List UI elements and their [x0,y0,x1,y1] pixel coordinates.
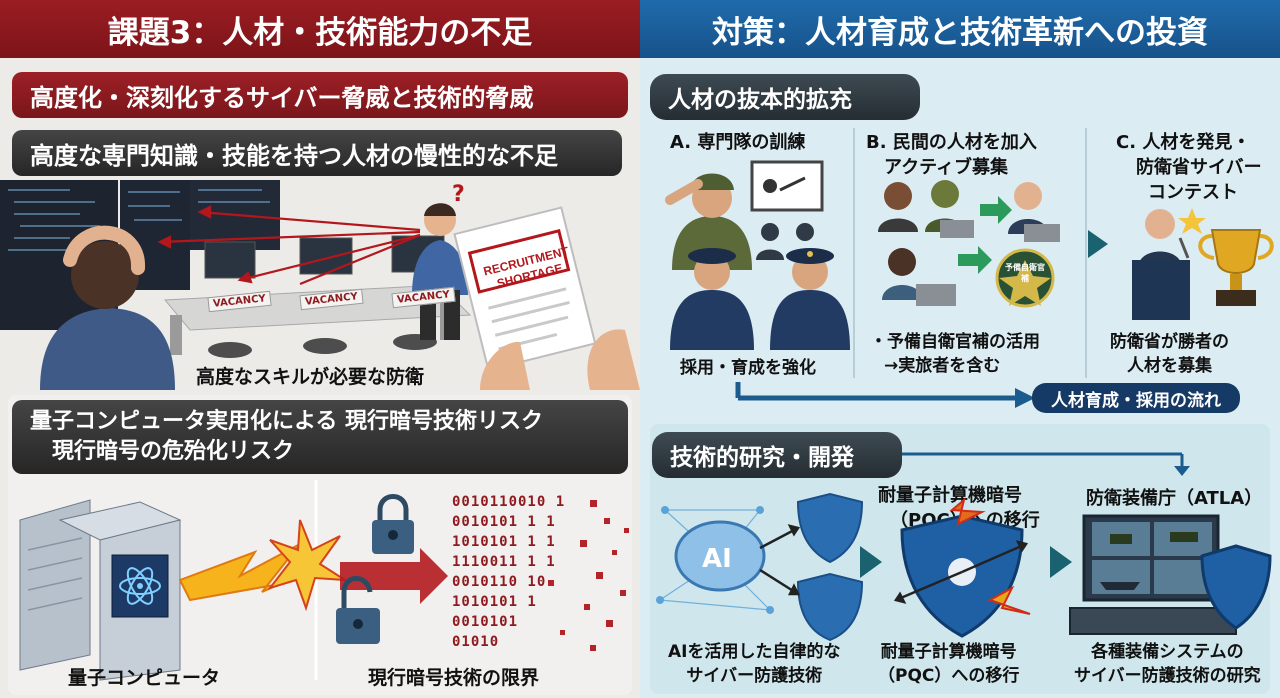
ai-brain-icon [674,520,766,592]
spark-burst [267,519,346,612]
office-illustration: RECRUITMENT SHORTAGE ? VACANCY VACANCY V… [0,180,640,390]
tech-bracket [902,452,1190,476]
lightning-bolt [178,543,301,602]
ai-to-shield-arrows [759,524,801,596]
quantum-risk-pill: 量子コンピュータ実用化による 現行暗号技術リスク 現行暗号の危殆化リスク [12,400,628,474]
binary-line: 1110011 1 1 [452,554,556,570]
ai-caption: AIを活用した自律的な サイバー防護技術 [668,640,840,688]
atla-caption-line2: サイバー防護技術の研究 [1074,666,1261,686]
pqc-caption-line2: （PQC）への移行 [878,666,1020,686]
right-hand [587,329,640,390]
talent-section-title: 人材の抜本的拡充 [650,74,920,120]
binary-line: 0010101 1 1 [452,514,556,530]
column-c-caption: 防衛省が勝者の 人材を募集 [1110,330,1229,378]
binary-line: 1010101 1 [452,594,537,610]
column-a-heading: A. 専門隊の訓練 [670,132,806,153]
left-hand [480,341,530,390]
talent-flow-badge: 人材育成・採用の流れ [1032,383,1240,413]
ai-caption-line2: サイバー防護技術 [686,666,823,686]
question-mark: ? [452,182,465,207]
chevron-b-c [1088,230,1108,258]
tech-section-title: 技術的研究・開発 [652,432,902,478]
quantum-server [19,499,182,681]
right-header: 対策：人材育成と技術革新への投資 [640,0,1280,58]
atla-caption-line1: 各種装備システムの [1091,642,1244,662]
pqc-shield-icon [900,497,1031,638]
code-lines [8,189,270,251]
binary-stream: 0010110010 1 0010101 1 1 1010101 1 1 111001… [452,492,565,652]
pqc-heading-line1: 耐量子計算機暗号 [878,485,1022,506]
atla-monitor-icon [1069,514,1272,635]
trophy-icon [1178,208,1274,306]
red-flow-arrow [340,548,448,604]
pqc-caption: 耐量子計算機暗号 （PQC）への移行 [878,640,1019,688]
shortage-pill: 高度な専門知識・技能を持つ人材の慢性的な不足 [12,130,622,176]
column-c-caption-line1: 防衛省が勝者の [1110,332,1229,352]
ai-label: AI [702,544,732,574]
divider-b-c [1085,128,1087,378]
binary-line: 0010110 10 [452,574,547,590]
atla-heading: 防衛装備庁（ATLA） [1086,488,1263,509]
contest-winner-icon [1132,209,1190,320]
column-b-heading-line2: アクティブ募集 [884,157,1009,178]
talent-illustration [665,160,1274,350]
ai-caption-line1: AIを活用した自律的な [668,642,841,662]
column-c-heading-line1: C. 人材を発見・ [1116,132,1251,153]
quantum-risk-line1: 量子コンピュータ実用化による 現行暗号技術リスク [30,409,544,434]
reserve-badge-label: 予備自衛官補 [1005,263,1045,283]
divider-a-b [853,128,855,378]
civilian-recruits-icon [878,180,1060,308]
ai-network-nodes [656,506,774,614]
talent-flow-arrow [735,382,1035,408]
column-b-note-line1: ・予備自衛官補の活用 [870,332,1040,352]
quantum-risk-line2: 現行暗号の危殆化リスク [52,439,295,464]
pqc-caption-line1: 耐量子計算機暗号 [880,642,1017,662]
pixel-scatter [548,500,629,651]
red-pointer-arrows [157,205,421,286]
lock-open-icon [336,576,380,644]
caption-crypto-limit: 現行暗号技術の限界 [368,667,540,689]
chevron-ai-pqc [860,546,882,578]
column-c-caption-line2: 人材を募集 [1127,356,1212,376]
chevron-pqc-atla [1050,546,1072,578]
column-a-caption: 採用・育成を強化 [680,358,816,378]
column-b-heading-line1: B. 民間の人材を加入 [866,132,1037,153]
binary-line: 0010110010 1 [452,494,566,510]
pqc-deflect-arrows [893,540,1029,604]
atla-caption: 各種装備システムの サイバー防護技術の研究 [1074,640,1261,688]
binary-line: 01010 [452,634,500,650]
column-b-note: ・予備自衛官補の活用 →実旅者を含む [870,330,1040,378]
shield-icon-1 [796,492,864,564]
quantum-illustration [19,480,629,681]
binary-line: 1010101 1 1 [452,534,556,550]
office-scene [0,180,640,390]
shield-icon-2 [796,572,864,642]
column-b-heading: B. 民間の人材を加入 アクティブ募集 [866,130,1037,180]
classroom-icon [750,160,824,260]
tech-illustration [656,492,1272,642]
left-panel-issue: 課題3：人材・技術能力の不足 高度化・深刻化するサイバー脅威と技術的脅威 高度な… [0,0,640,698]
column-c-heading-line2: 防衛省サイバー [1136,157,1262,178]
column-b-note-line2: →実旅者を含む [884,356,1001,376]
binary-line: 0010101 [452,614,519,630]
caption-defense: 高度なスキルが必要な防衛 [196,366,425,388]
column-c-heading-line3: コンテスト [1148,182,1238,203]
left-header: 課題3：人材・技術能力の不足 [0,0,640,58]
recruitment-document [453,206,597,372]
stressed-person [40,225,175,390]
officer-icons [670,248,850,350]
lock-closed-icon [372,494,414,554]
caption-quantum-computer: 量子コンピュータ [68,667,221,689]
column-c-heading: C. 人材を発見・ 防衛省サイバー コンテスト [1116,130,1262,205]
threat-pill: 高度化・深刻化するサイバー脅威と技術的脅威 [12,72,628,118]
right-panel-measures: 対策：人材育成と技術革新への投資 人材の抜本的拡充 A. 専門隊の訓練 B. 民… [640,0,1280,698]
